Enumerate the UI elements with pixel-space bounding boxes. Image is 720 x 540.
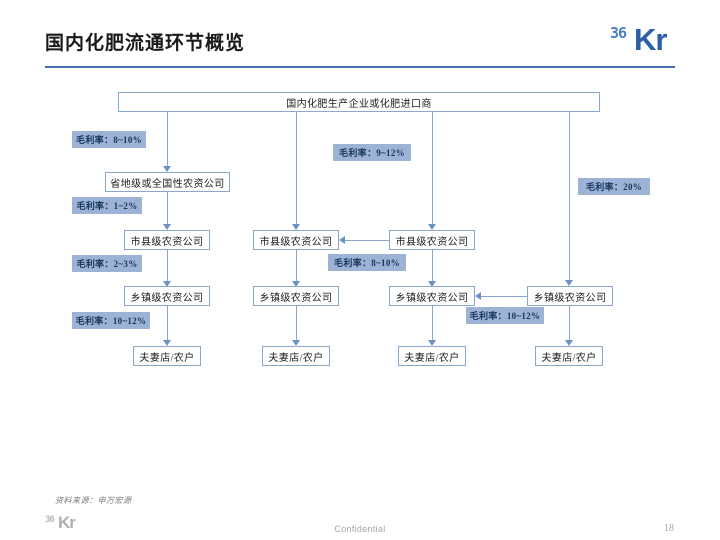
brand-logo-36kr: 36 Kr <box>610 22 676 62</box>
arrowhead-col3-store <box>428 340 436 346</box>
arrowhead-col4-town <box>565 280 573 286</box>
footer-logo-kr-text: Kr <box>58 513 76 532</box>
margin-tag-producer-to-col2-city: 毛利率：9~12% <box>333 144 411 161</box>
connector-top-to-col4 <box>569 112 570 284</box>
connector-col1-city-to-town <box>167 250 168 284</box>
node-col4-township-company[interactable]: 乡镇级农资公司 <box>527 286 613 306</box>
node-col3-city-county-company[interactable]: 市县级农资公司 <box>389 230 475 250</box>
node-col3-couple-store-farmer[interactable]: 夫妻店/农户 <box>398 346 466 366</box>
connector-col3-town-to-store <box>432 306 433 344</box>
confidential-label: Confidential <box>334 524 386 534</box>
connector-top-to-col3 <box>432 112 433 228</box>
margin-tag-col4-town-to-col3-town: 毛利率：10~12% <box>466 307 544 324</box>
connector-col3-city-to-col2-city <box>345 240 389 241</box>
connector-col3-city-to-town <box>432 250 433 284</box>
arrowhead-col1-city <box>163 224 171 230</box>
source-note: 资料来源：申万宏源 <box>55 496 132 505</box>
arrowhead-col1-store <box>163 340 171 346</box>
arrowhead-col2-city-from-col3 <box>339 236 345 244</box>
margin-tag-producer-to-provincial: 毛利率：8~10% <box>72 131 146 148</box>
connector-col1-provincial-to-city <box>167 192 168 226</box>
logo-36-text: 36 <box>610 24 627 42</box>
margin-tag-col1-city-to-town: 毛利率：2~3% <box>72 255 142 272</box>
arrowhead-col1-provincial <box>163 166 171 172</box>
margin-tag-col1-town-to-store: 毛利率：10~12% <box>72 312 150 329</box>
node-col3-township-company[interactable]: 乡镇级农资公司 <box>389 286 475 306</box>
arrowhead-col2-city <box>292 224 300 230</box>
page-number: 18 <box>664 523 674 534</box>
connector-top-to-col2 <box>296 112 297 228</box>
margin-tag-provincial-to-city: 毛利率：1~2% <box>72 197 142 214</box>
connector-top-to-col1 <box>167 112 168 170</box>
arrowhead-col2-store <box>292 340 300 346</box>
node-producer-importer[interactable]: 国内化肥生产企业或化肥进口商 <box>118 92 600 112</box>
title-divider <box>45 66 675 68</box>
margin-tag-producer-to-col4-town: 毛利率：20% <box>578 178 650 195</box>
connector-col4-town-to-col3-town <box>481 296 527 297</box>
node-col2-city-county-company[interactable]: 市县级农资公司 <box>253 230 339 250</box>
footer-logo-36kr: 36 Kr <box>45 513 95 538</box>
arrowhead-col4-store <box>565 340 573 346</box>
arrowhead-col1-town <box>163 281 171 287</box>
arrowhead-col3-city <box>428 224 436 230</box>
arrowhead-col3-town <box>428 281 436 287</box>
node-col2-township-company[interactable]: 乡镇级农资公司 <box>253 286 339 306</box>
connector-col1-town-to-store <box>167 306 168 344</box>
arrowhead-col2-town <box>292 281 300 287</box>
page-title: 国内化肥流通环节概览 <box>45 33 246 54</box>
node-col2-couple-store-farmer[interactable]: 夫妻店/农户 <box>262 346 330 366</box>
node-col4-couple-store-farmer[interactable]: 夫妻店/农户 <box>535 346 603 366</box>
node-provincial-agri-company[interactable]: 省地级或全国性农资公司 <box>105 172 230 192</box>
footer-logo-36-text: 36 <box>45 515 55 525</box>
node-col1-couple-store-farmer[interactable]: 夫妻店/农户 <box>133 346 201 366</box>
arrowhead-col3-town-from-col4 <box>475 292 481 300</box>
connector-col4-town-to-store <box>569 306 570 344</box>
connector-col2-city-to-town <box>296 250 297 284</box>
connector-col2-town-to-store <box>296 306 297 344</box>
logo-kr-text: Kr <box>634 22 667 57</box>
node-col1-city-county-company[interactable]: 市县级农资公司 <box>124 230 210 250</box>
node-col1-township-company[interactable]: 乡镇级农资公司 <box>124 286 210 306</box>
margin-tag-col3-city-to-col2-city: 毛利率：8~10% <box>328 254 406 271</box>
